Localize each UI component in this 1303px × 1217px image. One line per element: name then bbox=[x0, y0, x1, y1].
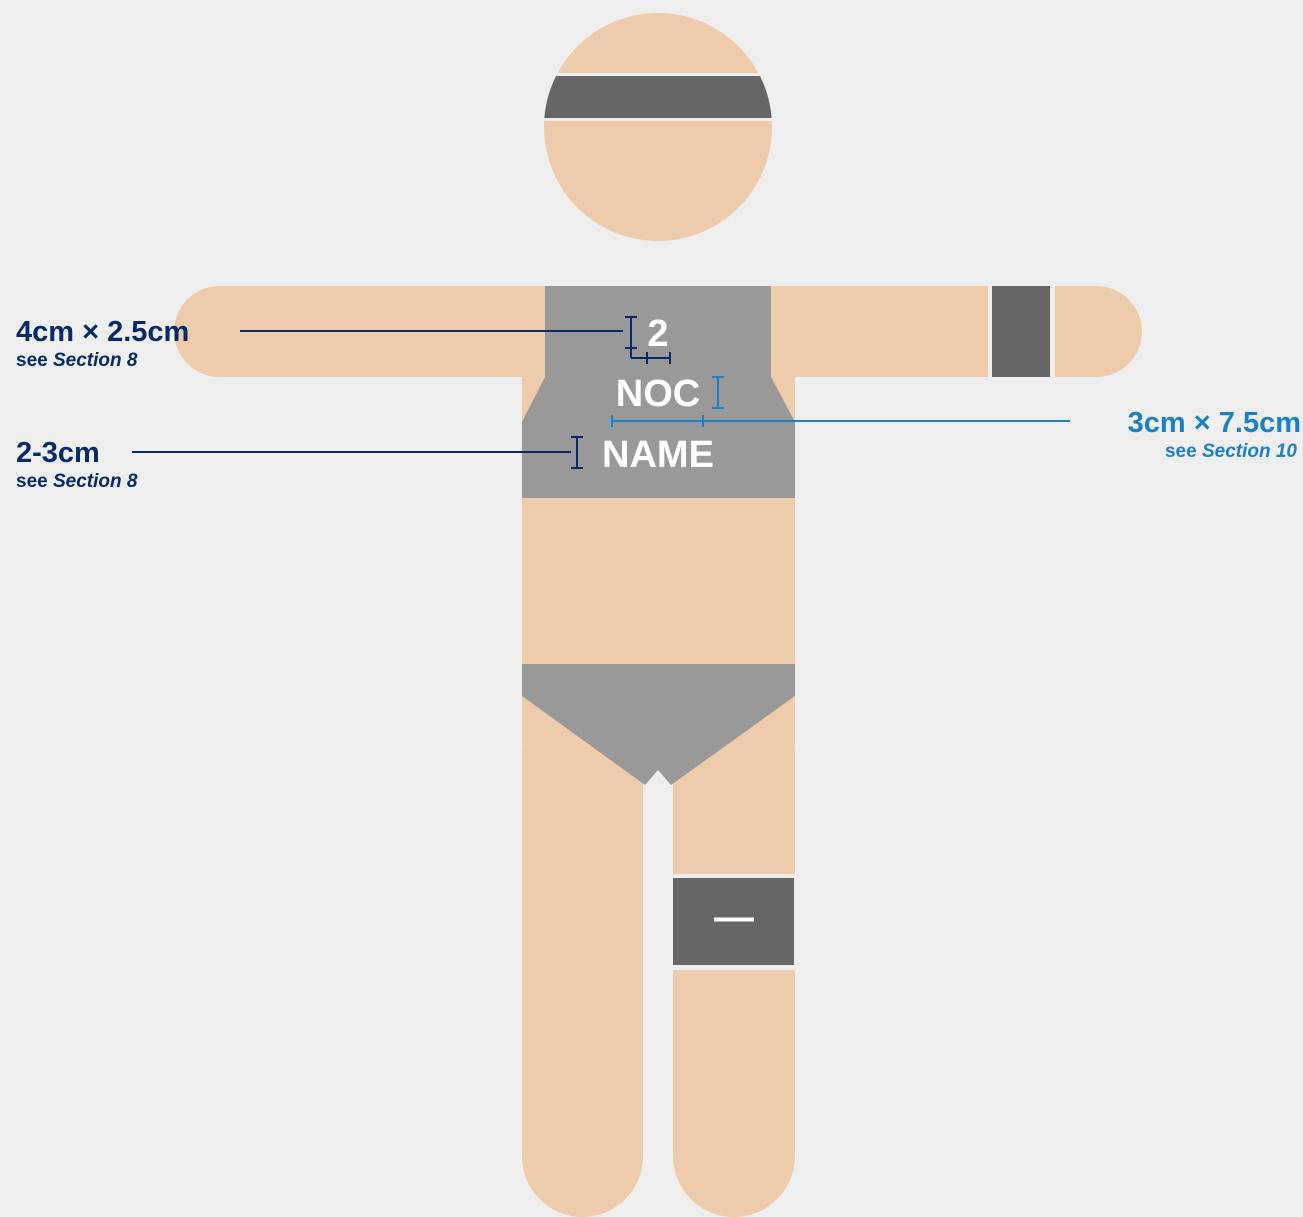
noc-size-reference: see Section 10 bbox=[1128, 442, 1297, 461]
right-arm bbox=[742, 286, 1142, 377]
bib-number-label: 2 bbox=[647, 313, 668, 355]
noc-size-callout: 3cm × 7.5cm see Section 10 bbox=[1128, 409, 1301, 461]
name-size-text: 2-3cm bbox=[16, 439, 137, 468]
armband-fill bbox=[992, 286, 1050, 377]
noc-size-text: 3cm × 7.5cm bbox=[1128, 409, 1301, 438]
name-size-callout: 2-3cm see Section 8 bbox=[16, 439, 137, 491]
thigh-mark: — bbox=[714, 895, 754, 939]
number-size-text: 4cm × 2.5cm bbox=[16, 318, 189, 347]
name-size-reference: see Section 8 bbox=[16, 472, 137, 491]
headband bbox=[530, 73, 790, 121]
name-label: NAME bbox=[602, 434, 714, 476]
noc-label: NOC bbox=[616, 373, 700, 415]
number-size-reference: see Section 8 bbox=[16, 351, 189, 370]
number-size-callout: 4cm × 2.5cm see Section 8 bbox=[16, 318, 189, 370]
head bbox=[544, 13, 772, 241]
